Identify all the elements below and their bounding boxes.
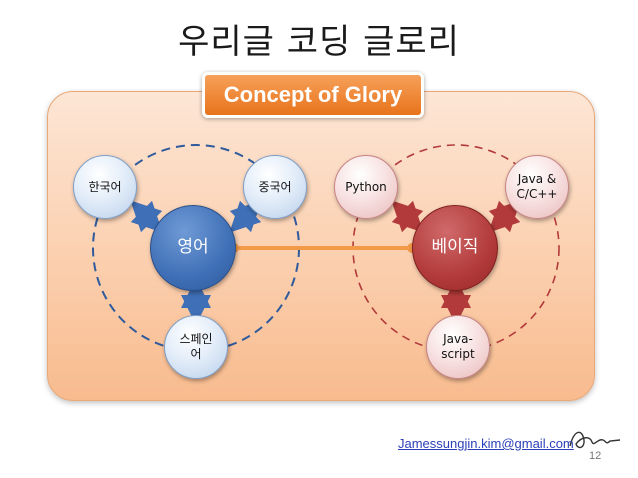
- node-java-cpp: Java & C/C++: [505, 155, 569, 219]
- node-spanish: 스페인 어: [164, 315, 228, 379]
- concept-banner: Concept of Glory: [202, 72, 424, 118]
- double-arrow-icon: [488, 200, 521, 233]
- author-email-link[interactable]: Jamessungjin.kim@gmail.com: [398, 436, 574, 451]
- page-number: 12: [589, 450, 602, 462]
- node-chinese: 중국어: [243, 155, 307, 219]
- node-python: Python: [334, 155, 398, 219]
- node-english: 영어: [150, 205, 236, 291]
- signature-icon: [569, 431, 621, 449]
- node-basic: 베이직: [412, 205, 498, 291]
- double-arrow-icon: [130, 200, 163, 233]
- node-javascript: Java- script: [426, 315, 490, 379]
- slide-title: 우리글 코딩 글로리: [178, 22, 460, 62]
- double-arrow-icon: [229, 200, 262, 233]
- node-korean: 한국어: [73, 155, 137, 219]
- double-arrow-icon: [391, 200, 424, 233]
